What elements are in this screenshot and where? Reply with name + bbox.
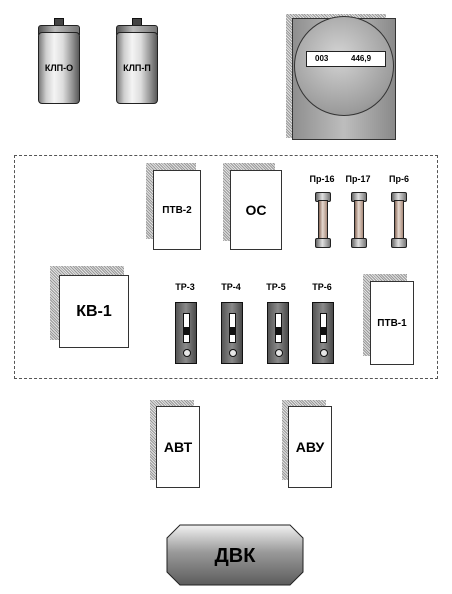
ptv2-box[interactable]: ПТВ-2 [153, 170, 201, 250]
relay-tr6[interactable] [312, 302, 334, 364]
ptv1-box[interactable]: ПТВ-1 [370, 281, 414, 365]
fuse-label-pr17: Пр-17 [345, 174, 371, 184]
dvk-button[interactable]: ДВК [166, 524, 304, 586]
control-panel [14, 155, 438, 379]
cylinder-body: КЛП-О [38, 32, 80, 104]
meter-display: 003 446,9 [306, 51, 386, 67]
relay-tr4[interactable] [221, 302, 243, 364]
kv1-box[interactable]: КВ-1 [59, 275, 129, 348]
fuse-pr6[interactable] [391, 192, 407, 248]
fuse-pr17[interactable] [351, 192, 367, 248]
relay-label-tr6: ТР-6 [312, 282, 332, 292]
avu-box[interactable]: АВУ [288, 406, 332, 488]
os-label: ОС [245, 202, 267, 218]
electric-meter: 003 446,9 [286, 14, 398, 142]
avt-label: АВТ [163, 439, 193, 455]
cylinder-klp-p: КЛП-П [116, 18, 158, 104]
cylinder-body: КЛП-П [116, 32, 158, 104]
meter-number: 003 [315, 54, 329, 63]
os-box[interactable]: ОС [230, 170, 282, 250]
fuse-pr16[interactable] [315, 192, 331, 248]
relay-tr5[interactable] [267, 302, 289, 364]
ptv1-label: ПТВ-1 [377, 317, 407, 329]
avu-label: АВУ [295, 439, 325, 455]
relay-label-tr5: ТР-5 [266, 282, 286, 292]
fuse-label-pr16: Пр-16 [309, 174, 335, 184]
cylinder-label: КЛП-П [123, 63, 151, 73]
relay-label-tr3: ТР-3 [175, 282, 195, 292]
relay-tr3[interactable] [175, 302, 197, 364]
dvk-label: ДВК [215, 545, 257, 567]
fuse-label-pr6: Пр-6 [389, 174, 409, 184]
kv1-label: КВ-1 [76, 302, 112, 320]
avt-box[interactable]: АВТ [156, 406, 200, 488]
meter-reading: 446,9 [351, 54, 372, 63]
ptv2-label: ПТВ-2 [162, 204, 192, 216]
cylinder-klp-o: КЛП-О [38, 18, 80, 104]
relay-label-tr4: ТР-4 [221, 282, 241, 292]
cylinder-label: КЛП-О [44, 63, 74, 73]
